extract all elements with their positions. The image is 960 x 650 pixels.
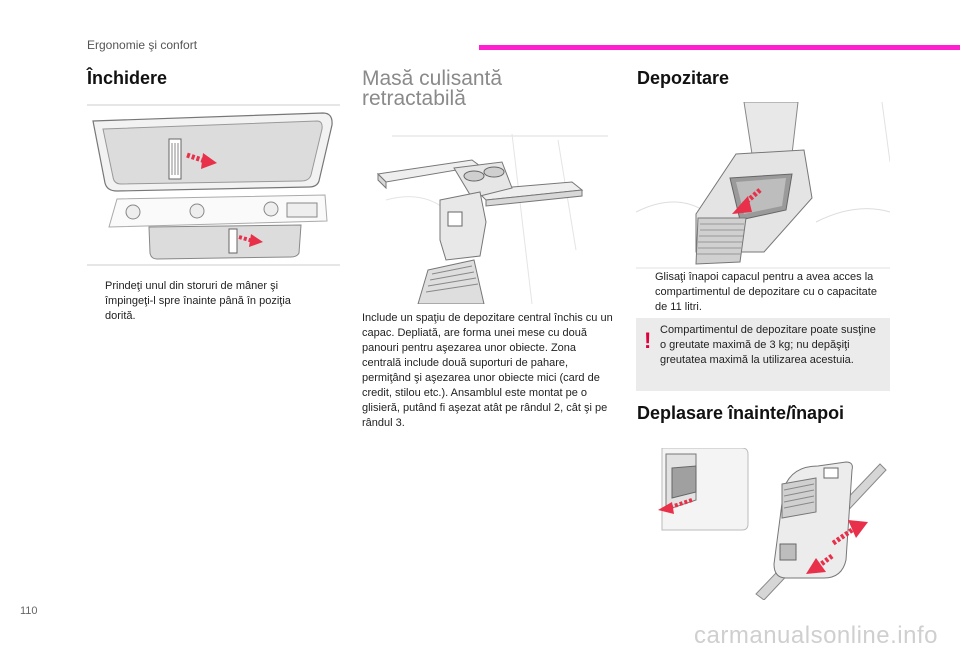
page-number: 110 [20, 605, 38, 617]
sliding-table-illustration [376, 133, 608, 304]
fore-aft-illustration [658, 448, 887, 600]
closing-instruction-text: Prindeţi unul din storuri de mâner şi îm… [105, 280, 291, 322]
sunblind-illustration [87, 104, 340, 266]
bullet-mark [87, 279, 97, 324]
watermark: carmanualsonline.info [694, 622, 938, 649]
storage-illustration [636, 102, 890, 269]
heading-line-1: Masă culisantă [362, 67, 503, 90]
heading-storage: Depozitare [637, 68, 730, 88]
heading-line-2: retractabilă [362, 87, 466, 110]
storage-instruction-text: Glisaţi înapoi capacul pentru a avea acc… [655, 271, 877, 313]
section-label: Ergonomie şi confort [87, 38, 198, 52]
warning-box: ! Compartimentul de depozitare poate sus… [636, 318, 890, 391]
closing-instruction: Prindeţi unul din storuri de mâner şi îm… [87, 279, 323, 324]
heading-closing: Închidere [87, 68, 168, 88]
warning-text: Compartimentul de depozitare poate susţi… [660, 324, 876, 366]
heading-sliding-table: Masă culisantă retractabilă [362, 67, 503, 110]
storage-instruction: Glisaţi înapoi capacul pentru a avea acc… [637, 270, 889, 315]
bullet-mark [637, 270, 647, 315]
warning-icon: ! [644, 328, 652, 353]
sliding-table-description: Include un spaţiu de depozitare central … [362, 312, 613, 429]
heading-fore-aft: Deplasare înainte/înapoi [637, 403, 845, 423]
section-accent-bar [479, 45, 960, 50]
